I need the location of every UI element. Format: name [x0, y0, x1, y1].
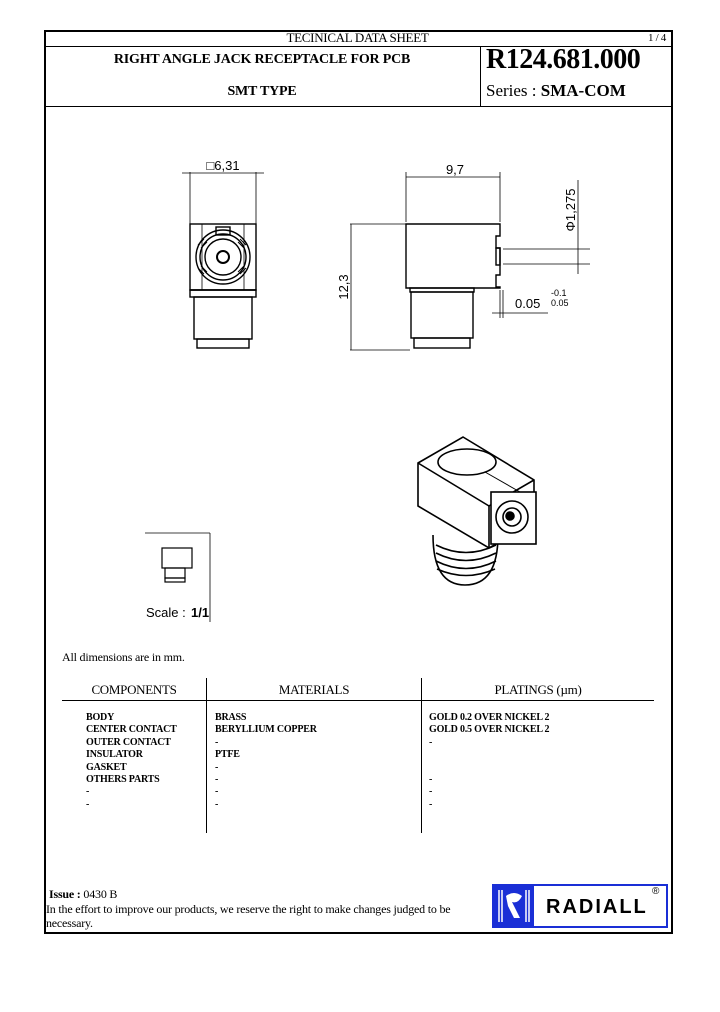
sheet-title: TECINICAL DATA SHEET	[286, 30, 429, 45]
side-view	[350, 172, 590, 351]
table-cell-plating: GOLD 0.5 OVER NICKEL 2	[429, 724, 550, 736]
issue-label: Issue :	[49, 887, 81, 901]
series-value: SMA-COM	[540, 81, 626, 100]
side-view-height: 12,3	[336, 274, 351, 299]
front-view-hatch	[197, 238, 247, 275]
table-cell-component: OUTER CONTACT	[86, 736, 171, 748]
scale-value: 1/1	[191, 605, 209, 620]
side-view-width: 9,7	[446, 162, 464, 177]
disclaimer: In the effort to improve our products, w…	[46, 902, 451, 930]
front-view-dimension: □6,31	[206, 158, 239, 173]
issue-value: 0430 B	[83, 887, 118, 901]
technical-drawing: □6,31 9,7 12,3 Φ1,275 0.05 -0.1 0.05	[145, 158, 590, 622]
issue: Issue : 0430 B	[49, 887, 117, 901]
table-cell-plating: GOLD 0.2 OVER NICKEL 2	[429, 712, 550, 723]
table-cell-component: -	[86, 786, 90, 798]
table-col-divider-1	[206, 678, 207, 833]
series-label: Series :	[486, 81, 537, 100]
part-reference: R124.681.000	[486, 44, 641, 75]
datasheet-frame	[44, 30, 673, 934]
scale-label: Scale :	[146, 605, 186, 620]
units-note: All dimensions are in mm.	[62, 650, 185, 664]
table-cell-plating: -	[429, 798, 433, 810]
table-cell-component: GASKET	[86, 761, 127, 773]
product-subtitle: SMT TYPE	[227, 84, 297, 99]
table-cell-material: -	[215, 786, 219, 798]
table-cell-plating: -	[429, 736, 433, 748]
components-column: BODY CENTER CONTACT OUTER CONTACT INSULA…	[86, 712, 177, 811]
platings-column: GOLD 0.2 OVER NICKEL 2 GOLD 0.5 OVER NIC…	[429, 712, 550, 811]
header-column-divider	[480, 46, 481, 106]
radiall-logo-text: RADIALL	[546, 896, 648, 918]
table-cell-material: -	[215, 774, 219, 786]
table-cell-material: BRASS	[215, 712, 247, 723]
registered-mark: ®	[652, 886, 660, 897]
front-view	[182, 172, 264, 349]
table-cell-component: INSULATOR	[86, 749, 143, 761]
table-cell-material: PTFE	[215, 749, 240, 761]
radiall-emblem-icon	[494, 886, 534, 926]
isometric-view	[417, 436, 537, 586]
table-cell-component: -	[86, 798, 90, 810]
table-cell-material: BERYLLIUM COPPER	[215, 724, 317, 736]
table-cell-material: -	[215, 761, 219, 773]
pin-diameter: Φ1,275	[563, 189, 578, 232]
table-header-divider	[62, 700, 654, 701]
header-bottom-divider	[44, 106, 671, 107]
tolerance-upper: -0.1	[551, 288, 567, 298]
table-cell-component: BODY	[86, 712, 115, 723]
column-header-platings: PLATINGS (µm)	[494, 682, 582, 697]
scale-view	[145, 532, 211, 622]
table-cell-plating	[429, 749, 549, 761]
table-col-divider-2	[421, 678, 422, 833]
column-header-materials: MATERIALS	[278, 682, 350, 697]
table-cell-material: -	[215, 798, 219, 810]
table-cell-component: CENTER CONTACT	[86, 724, 177, 736]
table-cell-plating: -	[429, 786, 433, 798]
table-cell-component: OTHERS PARTS	[86, 774, 160, 786]
table-cell-material: -	[215, 736, 219, 748]
series: Series : SMA-COM	[486, 81, 626, 101]
column-header-components: COMPONENTS	[91, 682, 177, 697]
radiall-logo: RADIALL ®	[492, 884, 668, 928]
table-cell-plating	[429, 762, 549, 774]
header-divider	[44, 46, 671, 47]
tolerance-lower: 0.05	[551, 298, 569, 308]
product-title: RIGHT ANGLE JACK RECEPTACLE FOR PCB	[113, 52, 411, 67]
materials-column: BRASS BERYLLIUM COPPER - PTFE - - - -	[215, 712, 317, 811]
table-cell-plating: -	[429, 774, 433, 785]
coplanarity-value: 0.05	[515, 296, 540, 311]
page-number: 1 / 4	[647, 32, 666, 44]
